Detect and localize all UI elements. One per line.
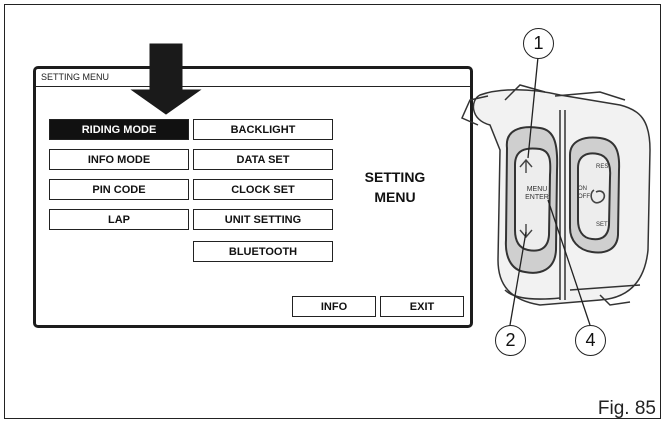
set-label: SET (596, 222, 608, 228)
menu-enter-pod (504, 126, 559, 274)
menu-item-riding-mode[interactable]: RIDING MODE (49, 119, 189, 140)
menu-item-pin-code[interactable]: PIN CODE (49, 179, 189, 200)
menu-item-data-set[interactable]: DATA SET (193, 149, 333, 170)
callout-1: 1 (523, 28, 554, 59)
menu-item-bluetooth[interactable]: BLUETOOTH (193, 241, 333, 262)
heading-line-1: SETTING (364, 169, 426, 185)
setting-menu-panel: SETTING MENU RIDING MODE INFO MODE PIN C… (33, 66, 473, 328)
figure-label: Fig. 85 (597, 398, 656, 419)
callout-leaders (509, 56, 591, 326)
swirl-icon (590, 189, 606, 204)
menu-enter-label: MENU ENTER (524, 186, 550, 202)
enter-label-text: ENTER (525, 194, 549, 201)
info-button[interactable]: INFO (292, 296, 376, 317)
panel-title: SETTING MENU (41, 72, 110, 82)
menu-item-clock-set[interactable]: CLOCK SET (193, 179, 333, 200)
menu-item-info-mode[interactable]: INFO MODE (49, 149, 189, 170)
down-arrow-icon (130, 43, 202, 115)
setting-menu-heading: SETTING MENU (350, 167, 440, 207)
exit-button[interactable]: EXIT (380, 296, 464, 317)
panel-divider (36, 86, 470, 87)
figure-frame (4, 4, 661, 419)
menu-item-unit-setting[interactable]: UNIT SETTING (193, 209, 333, 230)
up-arrow-icon (519, 158, 533, 173)
menu-label-text: MENU (526, 186, 548, 193)
off-label-text: OFF (578, 194, 590, 200)
heading-line-2: MENU (374, 189, 416, 205)
callout-4: 4 (575, 325, 606, 356)
menu-item-backlight[interactable]: BACKLIGHT (193, 119, 333, 140)
res-label: RES (596, 164, 609, 170)
right-control-pod (569, 136, 621, 254)
callout-2: 2 (495, 325, 526, 356)
menu-item-lap[interactable]: LAP (49, 209, 189, 230)
on-off-label: ON OFF (578, 185, 590, 201)
on-label-text: ON (578, 186, 587, 192)
